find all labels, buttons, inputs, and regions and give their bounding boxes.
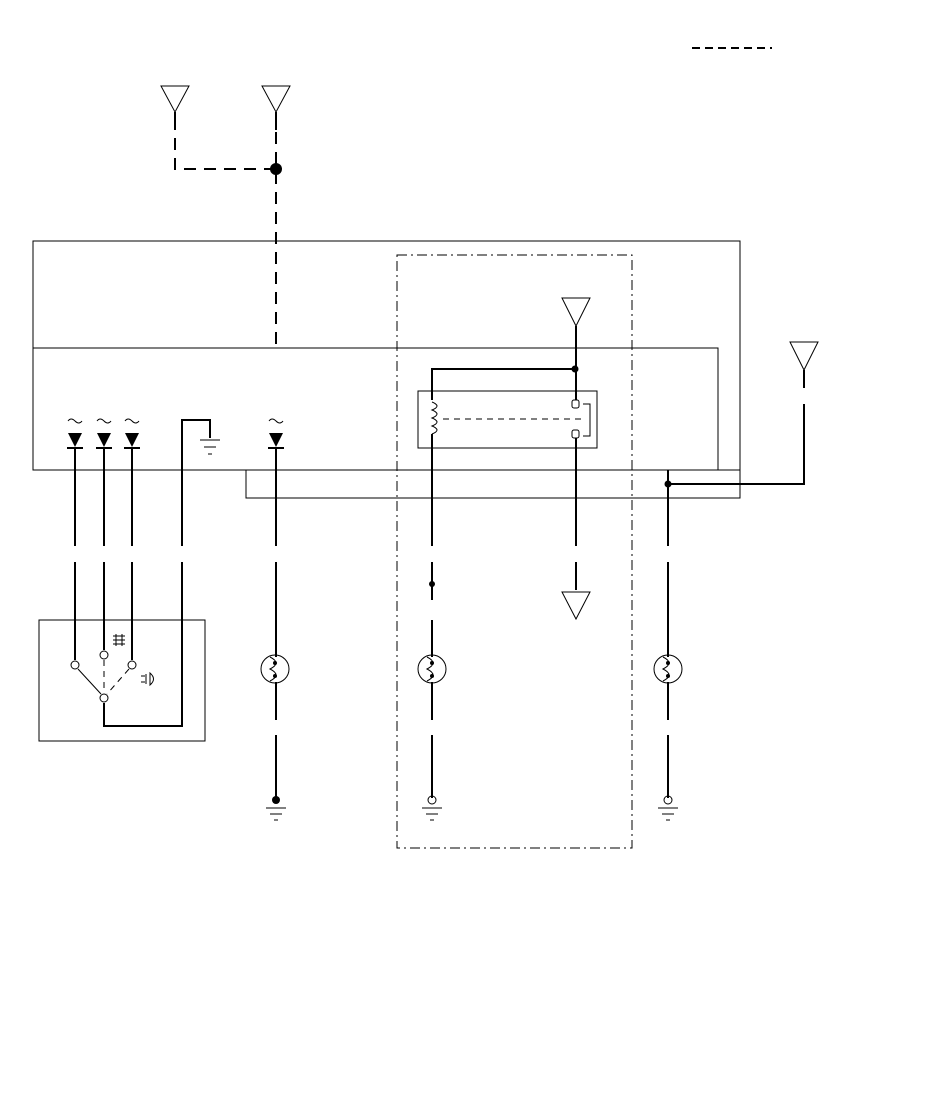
dome-lamp-icon (113, 634, 125, 646)
round-connector-icon (653, 654, 683, 684)
ground-dot (272, 796, 280, 804)
power-feed-icon (561, 297, 591, 328)
module-inner-box (32, 347, 719, 471)
ground-icon (266, 807, 286, 821)
splice-dot (270, 163, 282, 175)
power-feed-icon (160, 85, 190, 114)
optional-wire (174, 138, 276, 170)
splice-dot (429, 581, 435, 587)
wire (431, 368, 576, 400)
ground-icon (200, 439, 220, 455)
option-region-box (396, 254, 633, 849)
ground-dot (427, 795, 437, 805)
round-connector-icon (417, 654, 447, 684)
switch-icon (70, 650, 137, 703)
splice-dot (664, 480, 672, 488)
wire (103, 562, 183, 727)
diode-icon (67, 418, 83, 449)
splice-dot (571, 365, 579, 373)
relay-coil-icon (430, 401, 438, 546)
round-connector-icon (260, 654, 290, 684)
module-outer-box (32, 240, 741, 471)
ground-icon (422, 807, 442, 821)
headlamp-switch-box (38, 619, 206, 742)
ground-dot (663, 795, 673, 805)
power-feed-icon (561, 591, 591, 621)
wire (668, 404, 805, 485)
wire (181, 419, 211, 546)
parking-lamp-icon (141, 671, 154, 687)
ground-icon (658, 807, 678, 821)
relay-box (417, 390, 598, 449)
diode-icon (124, 418, 140, 449)
power-feed-icon (261, 85, 291, 114)
diode-icon (268, 418, 284, 449)
diode-icon (96, 418, 112, 449)
power-feed-icon (789, 341, 819, 372)
